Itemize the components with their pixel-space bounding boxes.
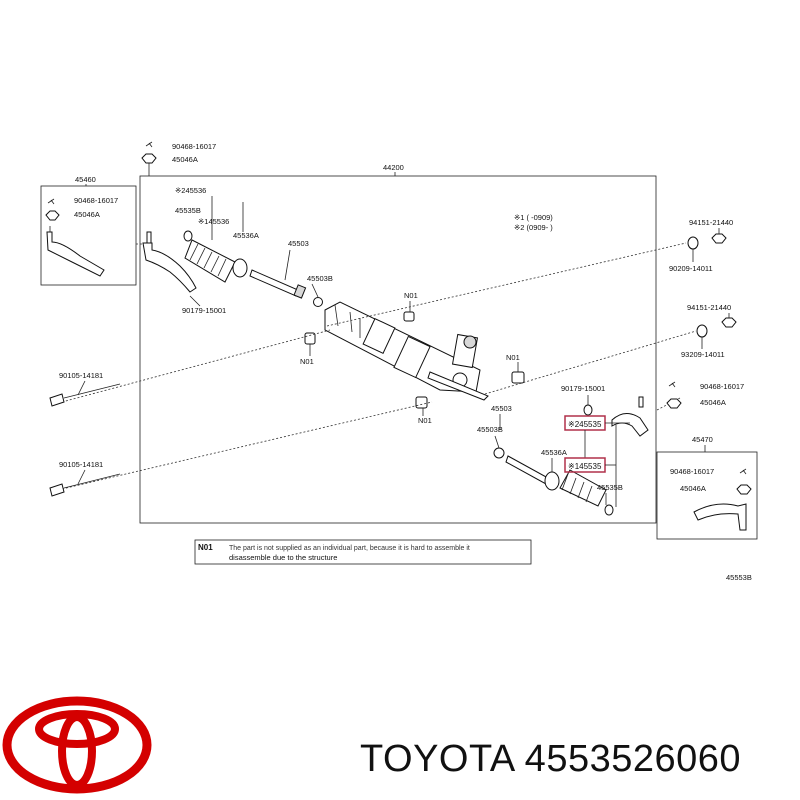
label-right-end: 45470 xyxy=(692,435,713,444)
legend-2: ※2 (0909- ) xyxy=(514,223,553,232)
left-tie-rod-end-icon xyxy=(46,231,105,277)
label-n01-d: N01 xyxy=(418,416,432,425)
right-bolt-icon xyxy=(668,381,676,388)
assembly-frame xyxy=(139,175,657,524)
top-nut-icon xyxy=(141,153,157,164)
figure-id: 45553B xyxy=(726,573,752,582)
left-bolt-icon xyxy=(47,198,55,205)
label-boot-kit: ※245536 xyxy=(175,186,206,195)
label-lock-nut: 45503B xyxy=(307,274,333,283)
label-r-bracket: 45535B xyxy=(597,483,623,492)
label-r-bolt1: 94151-21440 xyxy=(689,218,733,227)
label-top-bolt: 90468-16017 xyxy=(172,142,216,151)
tie-rod-right-icon xyxy=(505,455,549,485)
r-boot-clamp-icon xyxy=(544,471,560,491)
r-wash2-icon xyxy=(696,324,708,338)
label-r-washer: 90179-15001 xyxy=(561,384,605,393)
rack-housing-icon xyxy=(324,301,489,401)
lock-nut-icon xyxy=(313,297,323,307)
label-r-tierod: 45503 xyxy=(491,404,512,413)
label-hl-bottom: ※145535 xyxy=(568,462,602,471)
left-end-box xyxy=(40,185,137,286)
label-r-wash2: 93209-14011 xyxy=(681,350,725,359)
label-r-locknut: 45503B xyxy=(477,425,503,434)
label-r-bolt2: 94151-21440 xyxy=(687,303,731,312)
note-box xyxy=(194,539,532,565)
tie-rod-end-right-icon xyxy=(611,413,649,437)
label-top-nut: 45046A xyxy=(172,155,198,164)
label-boot-b: ※145536 xyxy=(198,217,229,226)
r-washer-icon xyxy=(583,404,593,416)
boot-left-icon xyxy=(183,230,248,283)
label-right-bolt-b: 90468-16017 xyxy=(670,467,714,476)
r-wash1-icon xyxy=(687,236,699,250)
label-n01-a: N01 xyxy=(404,291,418,300)
toyota-logo-icon xyxy=(2,696,152,794)
right-end-box xyxy=(656,451,758,540)
label-r-boot-a: 45536A xyxy=(541,448,567,457)
n01-part-d-icon xyxy=(415,396,428,409)
label-tie-rod: 45503 xyxy=(288,239,309,248)
legend-1: ※1 ( -0909) xyxy=(514,213,553,222)
brand-part-number: TOYOTA 4553526060 xyxy=(360,738,742,780)
label-left-end: 45460 xyxy=(75,175,96,184)
tie-rod-end-left-icon xyxy=(142,242,197,293)
label-right-nut-b: 45046A xyxy=(680,484,706,493)
n01-part-a-icon xyxy=(403,311,415,322)
r-locknut-icon xyxy=(493,447,505,459)
label-n01-b: N01 xyxy=(300,357,314,366)
label-left-nut: 45046A xyxy=(74,210,100,219)
r-bolt1-icon xyxy=(711,233,727,244)
label-washer: 90179-15001 xyxy=(182,306,226,315)
note-line-2: disassemble due to the structure xyxy=(229,553,337,562)
boot-right-icon xyxy=(559,469,614,516)
long-bolt2-icon xyxy=(49,483,65,497)
note-code: N01 xyxy=(198,543,213,552)
label-right-bolt: 90468-16017 xyxy=(700,382,744,391)
label-r-wash1: 90209-14011 xyxy=(669,264,713,273)
right-nut-icon xyxy=(666,398,682,409)
top-bolt-icon xyxy=(145,141,153,148)
label-rack-assy: 44200 xyxy=(383,163,404,172)
right-nut-b-icon xyxy=(736,484,752,495)
label-boot-clamp: 45536A xyxy=(233,231,259,240)
label-left-bolt: 90468-16017 xyxy=(74,196,118,205)
label-long-bolt1: 90105-14181 xyxy=(59,371,103,380)
n01-part-c-icon xyxy=(511,371,525,384)
label-right-nut: 45046A xyxy=(700,398,726,407)
label-long-bolt2: 90105-14181 xyxy=(59,460,103,469)
label-n01-c: N01 xyxy=(506,353,520,362)
left-nut-icon xyxy=(45,210,60,221)
long-bolt1-icon xyxy=(49,393,65,407)
label-hl-top: ※245535 xyxy=(568,420,602,429)
r-bolt2-icon xyxy=(721,317,737,328)
tie-rod-left-icon xyxy=(249,269,299,297)
label-bracket-a: 45535B xyxy=(175,206,201,215)
note-line-1: The part is not supplied as an individua… xyxy=(229,545,470,552)
right-bolt-b-icon xyxy=(739,468,747,475)
right-tie-rod-end-icon xyxy=(693,503,747,531)
